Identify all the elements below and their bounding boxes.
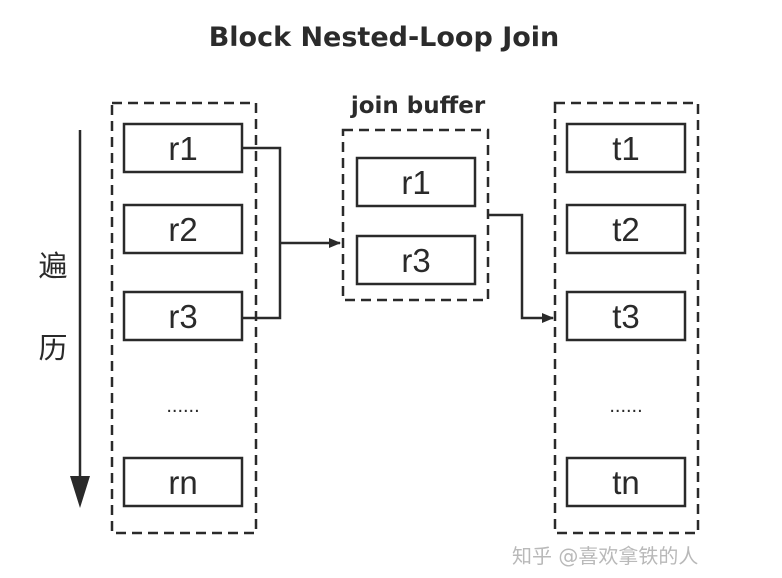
outer-row-label-2: r2 bbox=[168, 211, 197, 248]
traverse-arrow bbox=[70, 130, 90, 508]
inner-row-box-2 bbox=[565, 203, 687, 255]
diagram-title: Block Nested-Loop Join bbox=[209, 22, 560, 53]
outer-row-box-n bbox=[122, 456, 244, 508]
buffer-compare-connector bbox=[488, 213, 554, 323]
traverse-label-char-1: 遍 bbox=[38, 249, 67, 283]
watermark: 知乎 @喜欢拿铁的人 bbox=[512, 544, 698, 568]
inner-table: t1 t2 t3 ...... tn bbox=[553, 101, 700, 535]
inner-row-box-3 bbox=[565, 290, 687, 342]
inner-table-border bbox=[553, 101, 700, 535]
outer-row-label-3: r3 bbox=[168, 298, 197, 335]
join-buffer: r1 r3 bbox=[341, 128, 490, 302]
inner-row-label-2: t2 bbox=[612, 211, 640, 248]
traverse-label-char-2: 历 bbox=[38, 331, 67, 365]
outer-row-box-1 bbox=[122, 122, 244, 174]
buffer-row-box-2 bbox=[355, 234, 477, 286]
buffer-fill-connector bbox=[242, 146, 341, 320]
outer-row-label-1: r1 bbox=[168, 130, 197, 167]
buffer-row-label-2: r3 bbox=[401, 242, 430, 279]
outer-row-box-2 bbox=[122, 203, 244, 255]
inner-row-box-1 bbox=[565, 122, 687, 174]
inner-row-label-n: tn bbox=[612, 464, 640, 501]
outer-table: r1 r2 r3 ...... rn bbox=[110, 101, 258, 535]
outer-ellipsis: ...... bbox=[166, 395, 199, 417]
outer-row-box-3 bbox=[122, 290, 244, 342]
inner-ellipsis: ...... bbox=[609, 395, 642, 417]
outer-row-label-n: rn bbox=[168, 464, 197, 501]
inner-row-label-3: t3 bbox=[612, 298, 640, 335]
buffer-row-label-1: r1 bbox=[401, 164, 430, 201]
inner-row-label-1: t1 bbox=[612, 130, 640, 167]
buffer-row-box-1 bbox=[355, 156, 477, 208]
inner-row-box-n bbox=[565, 456, 687, 508]
join-buffer-label: join buffer bbox=[350, 93, 486, 119]
